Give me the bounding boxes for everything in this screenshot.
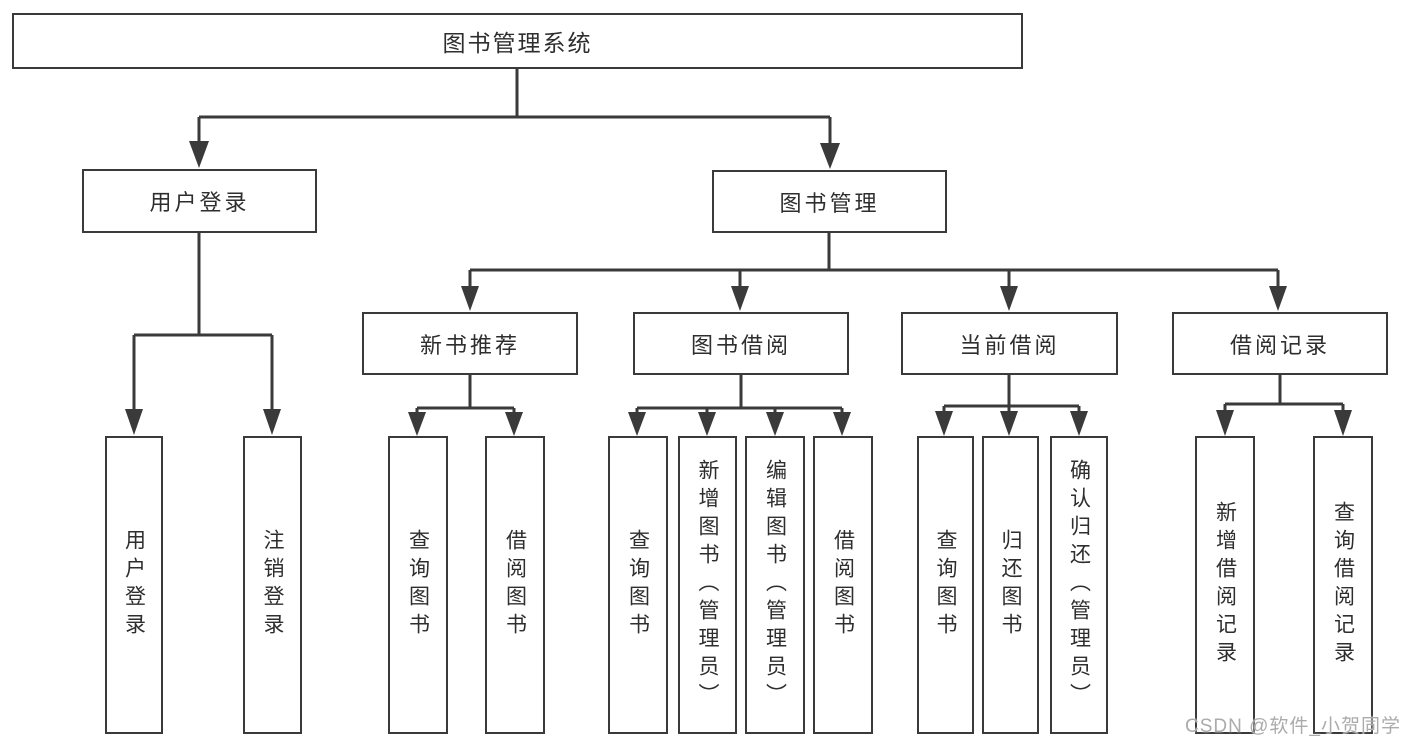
leaf-query-books-borrow: 查询图书: [608, 436, 668, 734]
arrowhead-leaf: [698, 412, 716, 436]
leaf-edit-book-admin: 编辑图书（管理员）: [745, 436, 805, 734]
arrowhead-leaf: [1000, 411, 1018, 436]
leaf-add-borrow-record: 新增借阅记录: [1195, 436, 1255, 734]
leaf-confirm-return-admin: 确认归还（管理员）: [1050, 436, 1108, 734]
leaf-return-books: 归还图书: [982, 436, 1039, 734]
connector-borrow-record-children: [1216, 375, 1352, 436]
leaf-query-borrow-record: 查询借阅记录: [1313, 436, 1373, 734]
leaf-logout: 注销登录: [243, 436, 302, 734]
leaf-query-books-recommend: 查询图书: [388, 436, 448, 734]
arrowhead-leaf: [408, 412, 426, 436]
node-book-management: 图书管理: [712, 170, 947, 233]
arrowhead-leaf: [833, 412, 851, 436]
node-current-borrow: 当前借阅: [901, 312, 1118, 375]
connector-root-to-level2: [189, 69, 840, 169]
arrowhead-leaf: [1216, 410, 1234, 436]
connector-user-login-children: [125, 233, 281, 435]
arrowhead-leaf: [505, 412, 523, 436]
arrowhead-user-login: [189, 141, 209, 168]
node-borrow-records: 借阅记录: [1172, 312, 1388, 375]
connector-book-borrow-children: [628, 375, 851, 436]
arrowhead-leaf: [1269, 286, 1287, 311]
leaf-user-login: 用户登录: [105, 436, 163, 734]
connector-current-borrow-children: [935, 375, 1088, 436]
arrowhead-leaf: [731, 286, 749, 311]
connector-new-book-children: [408, 375, 523, 436]
arrowhead-leaf: [1000, 286, 1018, 311]
csdn-watermark: CSDN @软件_小贺同学: [1185, 716, 1401, 737]
leaf-query-books-current: 查询图书: [917, 436, 974, 734]
arrowhead-book-management: [820, 143, 840, 169]
connector-book-management-children: [461, 233, 1287, 311]
arrowhead-leaf: [461, 286, 479, 311]
node-user-login: 用户登录: [82, 169, 317, 233]
leaf-add-book-admin: 新增图书（管理员）: [678, 436, 737, 734]
arrowhead-leaf: [125, 409, 143, 435]
arrowhead-leaf: [935, 411, 953, 436]
arrowhead-leaf: [766, 412, 784, 436]
node-library-system-root: 图书管理系统: [12, 13, 1023, 69]
leaf-borrow-books: 借阅图书: [813, 436, 873, 734]
node-book-borrow: 图书借阅: [633, 312, 849, 375]
arrowhead-leaf: [263, 409, 281, 435]
arrowhead-leaf: [1070, 411, 1088, 436]
node-new-book-recommend: 新书推荐: [362, 312, 578, 375]
arrowhead-leaf: [628, 412, 646, 436]
leaf-borrow-books-recommend: 借阅图书: [485, 436, 545, 734]
arrowhead-leaf: [1334, 410, 1352, 436]
